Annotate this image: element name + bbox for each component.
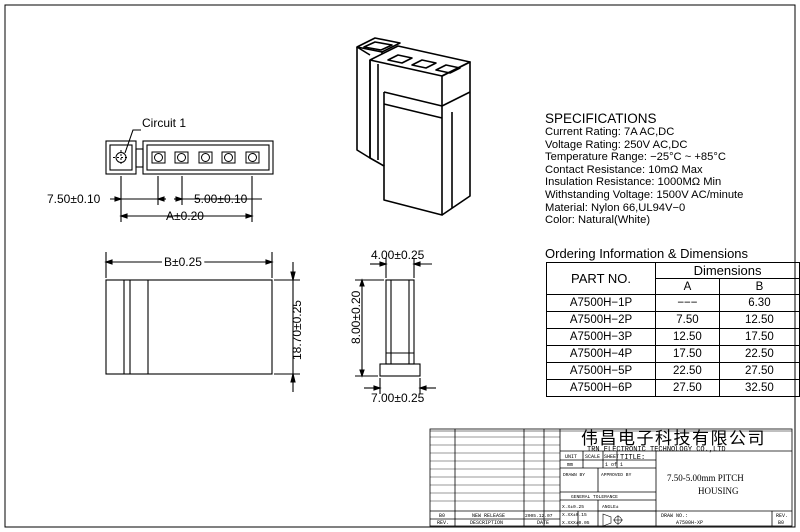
drawing-number-label: DRAW NO.: — [661, 513, 688, 519]
rev-value-right: B0 — [778, 520, 784, 526]
b-cell: 12.50 — [718, 311, 800, 329]
part-cell: A7500H−1P — [545, 294, 657, 312]
approved-by-label: APPROVED BY — [601, 472, 632, 478]
b-cell: 6.30 — [718, 294, 800, 312]
b-cell: 22.50 — [718, 345, 800, 363]
spec-line: Withstanding Voltage: 1500V AC/minute — [545, 188, 744, 201]
spec-line: Contact Resistance: 10mΩ Max — [545, 163, 703, 176]
front-view — [104, 252, 300, 392]
b-cell: 32.50 — [718, 379, 800, 397]
drawing-title-line1: 7.50-5.00mm PITCH — [667, 473, 744, 483]
a-cell: 17.50 — [655, 345, 720, 363]
title-label: TITLE: — [620, 454, 645, 462]
date-header: DATE — [537, 520, 549, 526]
drawing-number: A7500H-XP — [676, 520, 703, 526]
top-view — [105, 129, 274, 222]
company-name-cn: 伟昌电子科技有限公司 — [581, 429, 766, 448]
part-cell: A7500H−4P — [545, 345, 657, 363]
dim-side-height: 8.00±0.20 — [349, 290, 363, 344]
table-header-row: PART NO. Dimensions — [545, 262, 800, 295]
new-release-label: NEW RELEASE — [472, 513, 505, 519]
general-tolerance-label: GENERAL TOLERANCE — [571, 494, 618, 500]
col-b-header: B — [718, 278, 800, 295]
a-cell: 12.50 — [655, 328, 720, 346]
circuit-1-label: Circuit 1 — [142, 116, 186, 130]
dim-height-front: 18.70±0.25 — [290, 300, 304, 360]
part-cell: A7500H−2P — [545, 311, 657, 329]
ordering-table: PART NO. Dimensions A B A7500H−1P −−− 6.… — [545, 262, 800, 397]
spec-line: Insulation Resistance: 1000MΩ Min — [545, 176, 722, 189]
angle-label: ANGLE± — [602, 504, 619, 510]
tolerance-2: X.XX±0.15 — [562, 512, 587, 518]
dimensions-header: Dimensions — [655, 262, 800, 279]
dim-side-top: 4.00±0.25 — [371, 248, 425, 262]
spec-line: Material: Nylon 66,UL94V−0 — [545, 201, 686, 214]
sheet-value: 1 of 1 — [605, 462, 623, 468]
isometric-view — [356, 37, 471, 216]
release-date: 2005.12.07 — [525, 513, 553, 519]
description-header: DESCRIPTION — [470, 520, 503, 526]
table-row: A7500H−6P 27.50 32.50 — [545, 379, 800, 397]
rev-code: B0 — [439, 513, 445, 519]
spec-line: Color: Natural(White) — [545, 214, 651, 227]
rev-header: REV. — [437, 520, 449, 526]
dim-side-bottom: 7.00±0.25 — [371, 391, 425, 405]
part-cell: A7500H−3P — [545, 328, 657, 346]
a-cell: −−− — [655, 294, 720, 312]
projection-symbol-icon — [602, 513, 623, 527]
a-cell: 7.50 — [655, 311, 720, 329]
unit-label: UNIT — [565, 454, 577, 460]
specifications-title: SPECIFICATIONS — [545, 111, 657, 126]
a-cell: 27.50 — [655, 379, 720, 397]
specifications-block: SPECIFICATIONS Current Rating: 7A AC,DC … — [545, 112, 743, 227]
side-view — [355, 258, 436, 394]
tolerance-1: X.X±0.25 — [562, 504, 584, 510]
table-row: A7500H−5P 22.50 27.50 — [545, 362, 800, 380]
dim-b: B±0.25 — [164, 255, 202, 269]
drawn-by-label: DRAWN BY — [563, 472, 585, 478]
table-row: A7500H−1P −−− 6.30 — [545, 294, 800, 312]
unit-value: mm — [567, 462, 573, 468]
table-row: A7500H−3P 12.50 17.50 — [545, 328, 800, 346]
title-block — [429, 428, 793, 527]
table-row: A7500H−4P 17.50 22.50 — [545, 345, 800, 363]
a-cell: 22.50 — [655, 362, 720, 380]
tolerance-3: X.XXX±0.05 — [562, 520, 590, 526]
scale-label: SCALE — [585, 454, 600, 460]
part-cell: A7500H−5P — [545, 362, 657, 380]
spec-line: Voltage Rating: 250V AC,DC — [545, 138, 688, 151]
table-row: A7500H−2P 7.50 12.50 — [545, 311, 800, 329]
dim-pitch-a: 7.50±0.10 — [47, 192, 101, 206]
ordering-title: Ordering Information & Dimensions — [545, 246, 749, 261]
part-no-header: PART NO. — [545, 262, 657, 295]
b-cell: 17.50 — [718, 328, 800, 346]
b-cell: 27.50 — [718, 362, 800, 380]
sheet-label: SHEET — [604, 454, 619, 460]
dim-a: A±0.20 — [166, 209, 204, 223]
drawing-title-line2: HOUSING — [698, 486, 739, 496]
rev-label-right: REV. — [776, 513, 788, 519]
spec-line: Current Rating: 7A AC,DC — [545, 126, 675, 138]
company-name-en: TRN ELECTRONIC TECHNOLOGY CO.,LTD — [587, 446, 726, 454]
part-cell: A7500H−6P — [545, 379, 657, 397]
table-header-row: A B — [547, 278, 800, 295]
spec-line: Temperature Range: −25°C ~ +85°C — [545, 151, 726, 164]
dim-pitch-b: 5.00±0.10 — [194, 192, 248, 206]
col-a-header: A — [655, 278, 720, 295]
